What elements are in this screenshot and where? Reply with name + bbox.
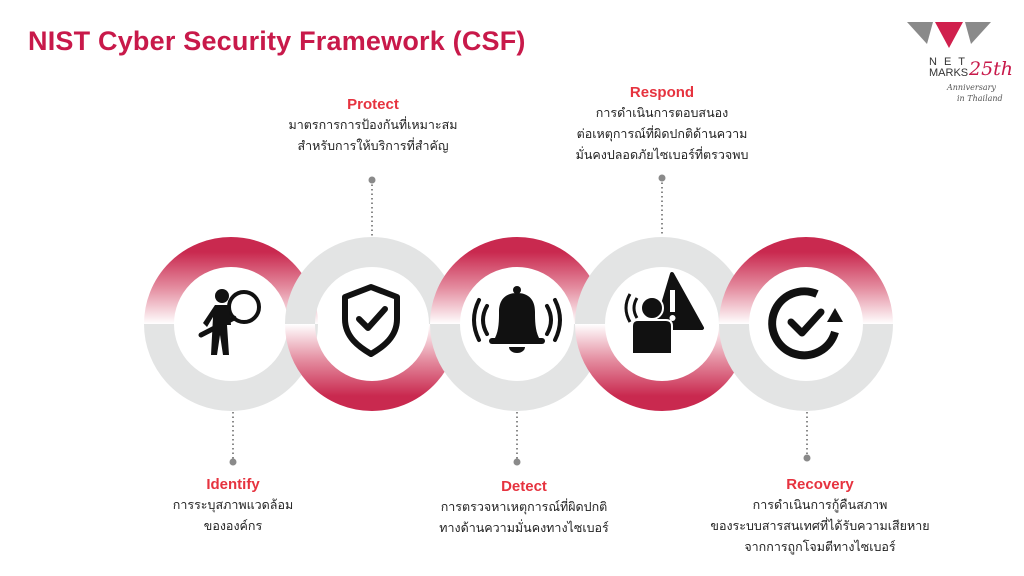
page-title: NIST Cyber Security Framework (CSF) — [28, 26, 526, 56]
leader-dot — [368, 176, 376, 184]
ring-recovery — [719, 237, 893, 411]
step-desc-line: การตรวจหาเหตุการณ์ที่ผิดปกติ — [440, 499, 608, 514]
person-magnifier-icon — [198, 289, 261, 355]
step-desc-line: การระบุสภาพแวดล้อม — [172, 497, 294, 512]
step-protect: Protect มาตรการการป้องกันที่เหมาะสม สำหร… — [289, 96, 458, 156]
step-desc-line: การดำเนินการตอบสนอง — [595, 105, 729, 120]
step-heading: Protect — [347, 96, 399, 113]
step-desc-line: การดำเนินการกู้คืนสภาพ — [752, 497, 888, 512]
logo-25th: 25th — [969, 58, 1014, 80]
shield-check-icon — [342, 284, 400, 357]
logo-marks: MARKS — [929, 67, 969, 79]
step-heading: Recovery — [786, 476, 854, 493]
leader-dot — [513, 458, 521, 466]
leader-dot — [658, 174, 666, 182]
person-warning-icon — [624, 272, 704, 355]
step-heading: Identify — [206, 476, 260, 493]
step-desc-line: ต่อเหตุการณ์ที่ผิดปกติด้านความ — [576, 126, 748, 141]
logo-mark-icon — [907, 22, 991, 48]
recovery-check-icon — [768, 287, 843, 360]
step-identify: Identify การระบุสภาพแวดล้อม ขององค์กร — [173, 476, 293, 536]
step-respond: Respond การดำเนินการตอบสนอง ต่อเหตุการณ์… — [576, 84, 749, 165]
step-desc-line: มาตรการการป้องกันที่เหมาะสม — [288, 117, 458, 132]
logo-net: NET — [929, 56, 972, 68]
step-heading: Respond — [629, 84, 695, 101]
step-desc-line: ขององค์กร — [203, 518, 263, 533]
step-desc-line: ของระบบสารสนเทศที่ได้รับความเสียหาย — [710, 518, 930, 533]
step-heading: Detect — [501, 478, 547, 495]
step-desc-line: จากการถูกโจมตีทางไซเบอร์ — [744, 539, 896, 554]
step-detect: Detect การตรวจหาเหตุการณ์ที่ผิดปกติ ทางด… — [439, 478, 609, 538]
leader-dot — [803, 454, 811, 462]
alarm-bell-icon — [472, 286, 562, 353]
step-recovery: Recovery การดำเนินการกู้คืนสภาพ ของระบบส… — [710, 476, 929, 557]
ring-identify — [144, 237, 318, 411]
step-desc-line: ทางด้านความมั่นคงทางไซเบอร์ — [439, 520, 609, 535]
leader-dot — [229, 458, 237, 466]
step-desc-line: มั่นคงปลอดภัยไซเบอร์ที่ตรวจพบ — [575, 147, 749, 162]
step-desc-line: สำหรับการให้บริการที่สำคัญ — [297, 138, 449, 153]
